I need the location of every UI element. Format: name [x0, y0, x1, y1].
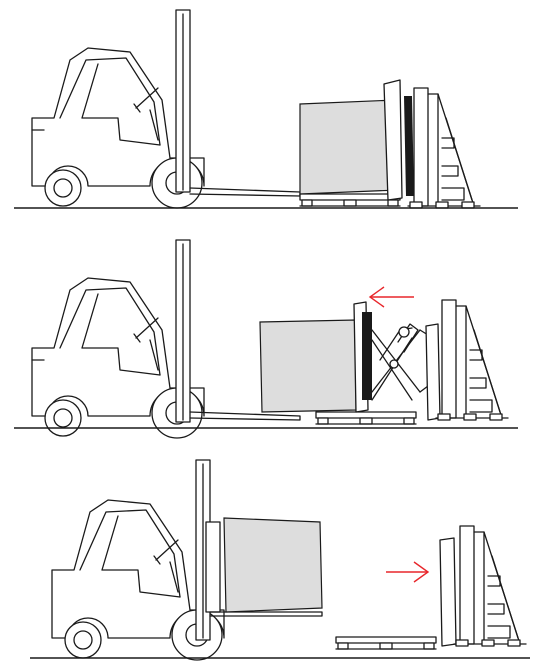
forklift-truck-1	[32, 10, 300, 208]
slip-sheet-attachment-1	[384, 80, 480, 208]
pallet-1	[300, 194, 400, 206]
slip-sheet-attachment-2	[426, 300, 508, 420]
direction-arrow-left	[370, 287, 414, 307]
cargo-box-2	[260, 320, 356, 412]
direction-arrow-right	[386, 562, 428, 582]
pallet-2	[316, 412, 416, 424]
cargo-box-3	[224, 518, 322, 612]
panel-2	[14, 240, 518, 438]
panel-1	[14, 10, 518, 208]
push-plate-2	[354, 302, 372, 412]
slip-sheet-attachment-3	[440, 526, 526, 646]
pallet-3	[336, 637, 436, 649]
panel-3	[30, 460, 530, 660]
cargo-box-1	[300, 100, 398, 194]
